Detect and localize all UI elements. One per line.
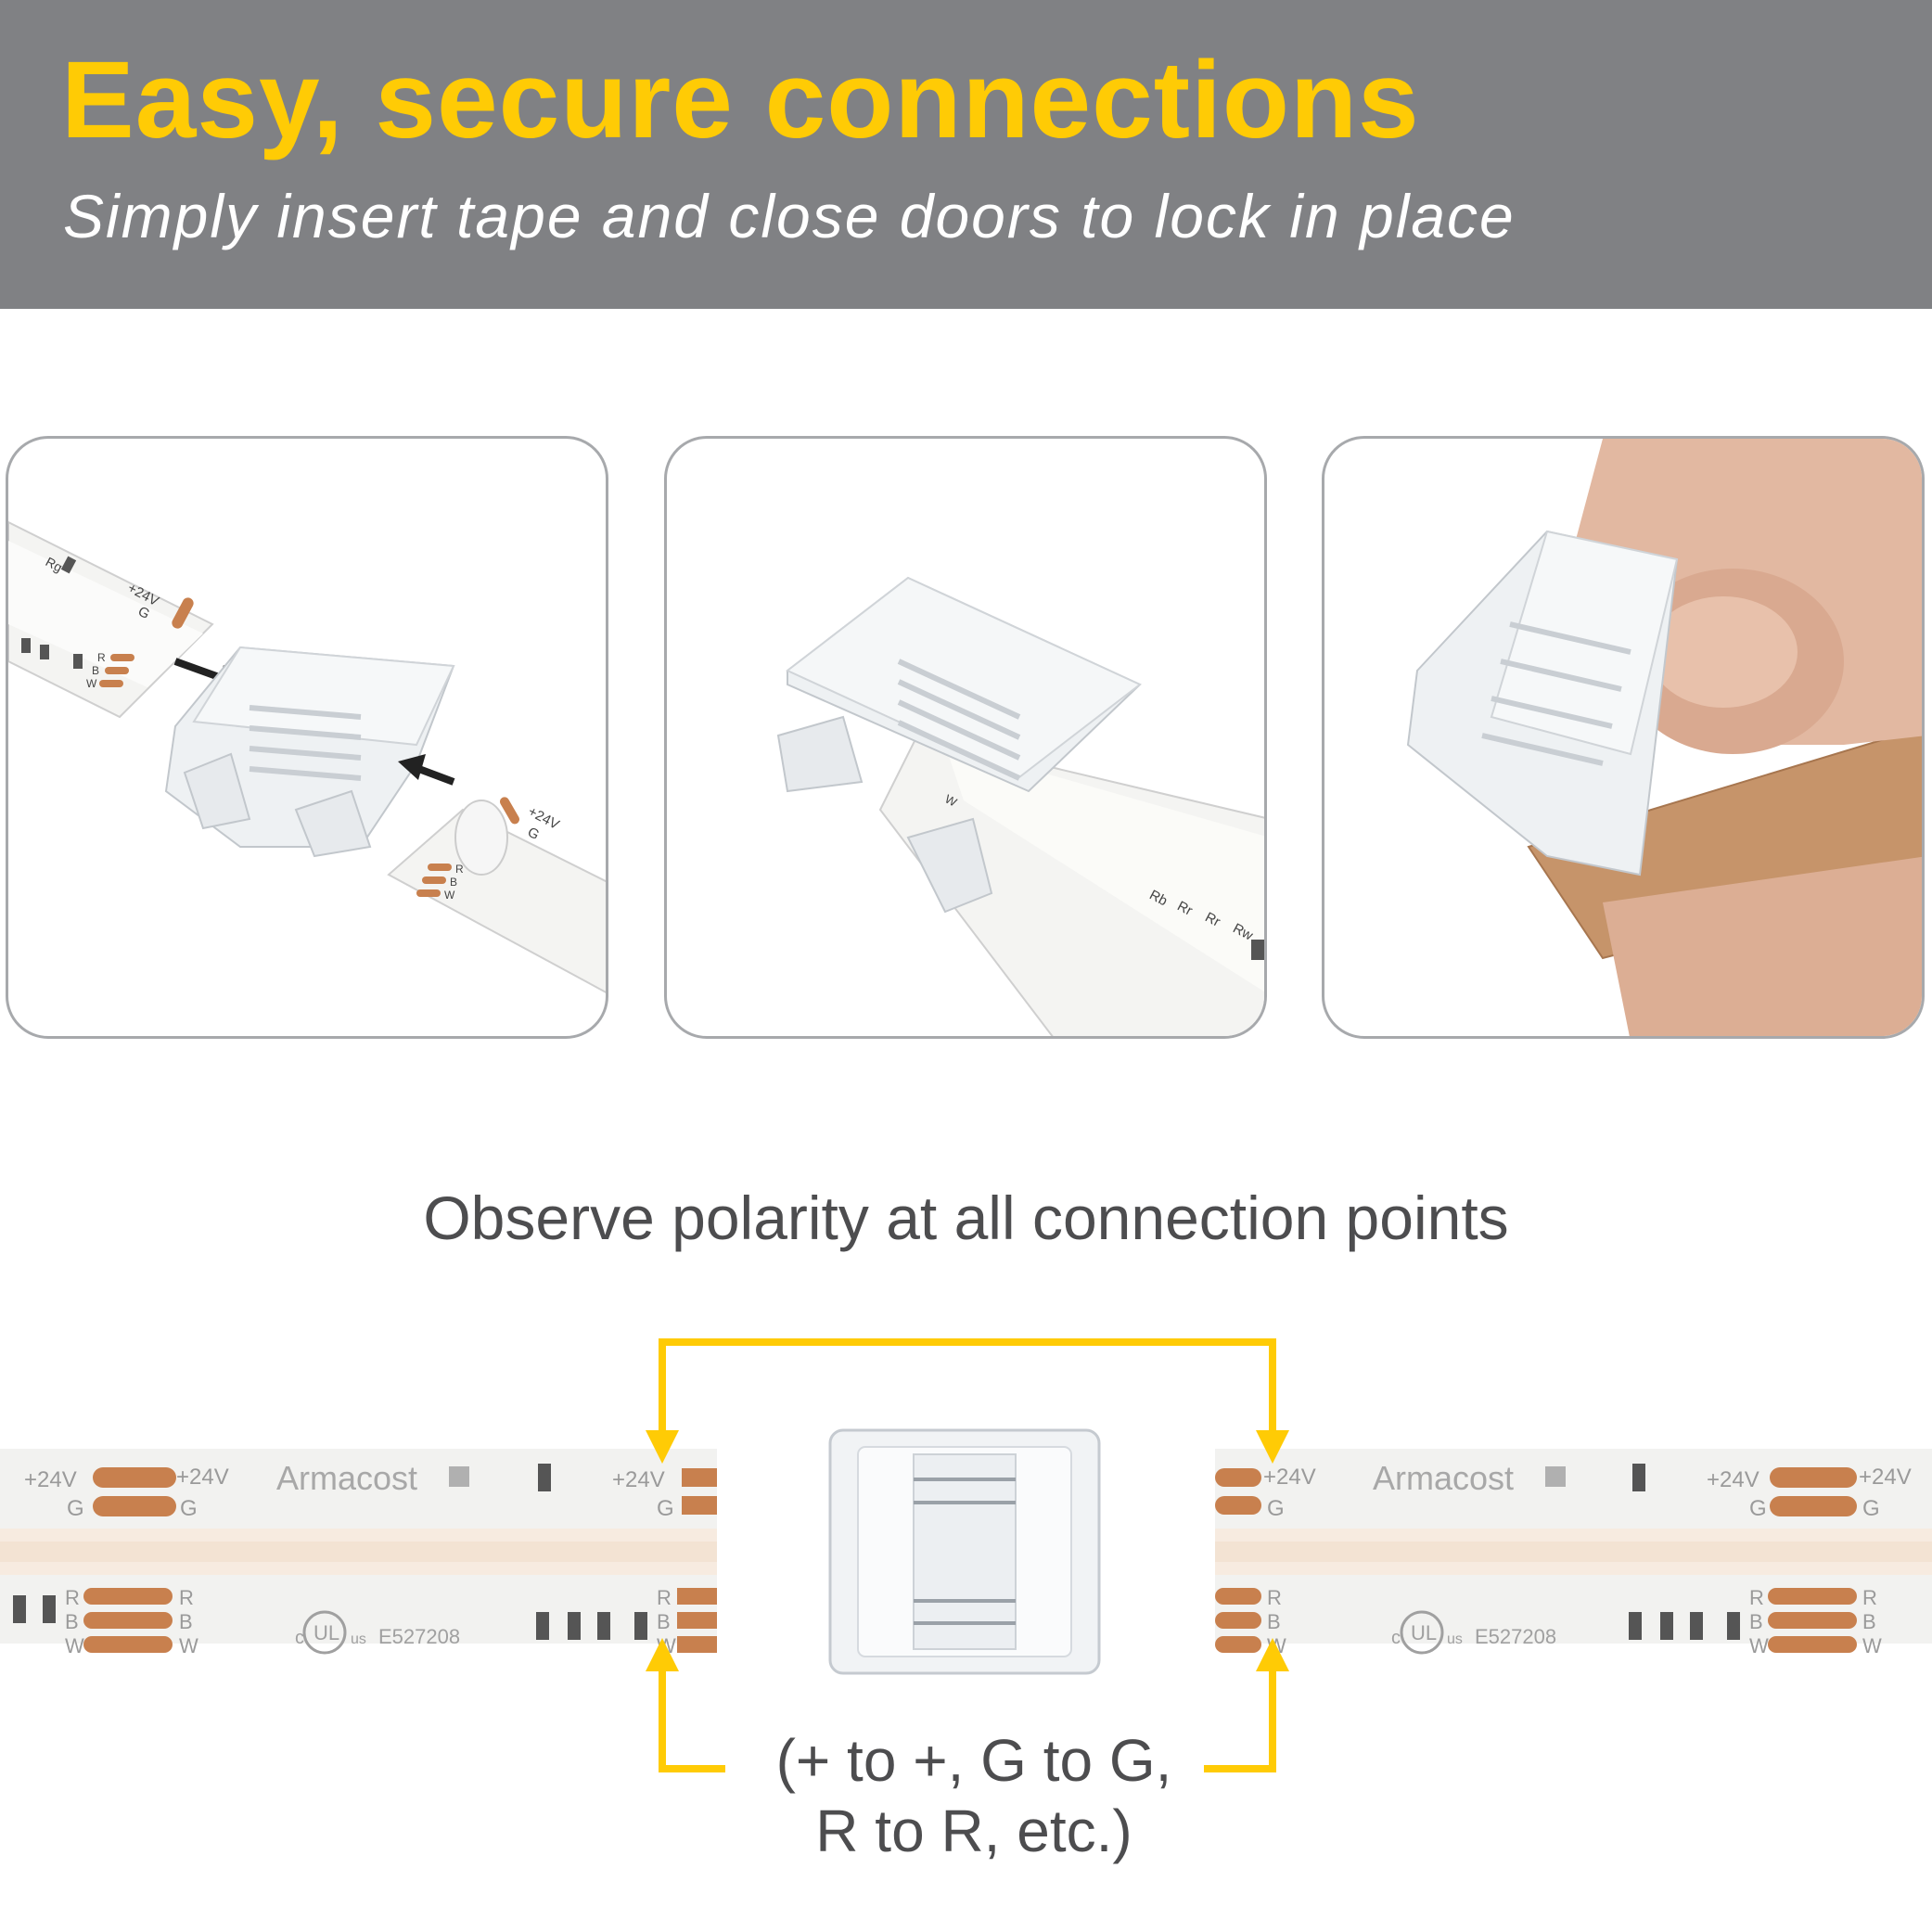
pad-label-w: W [1749, 1634, 1769, 1657]
pad-label-plus: +24V [1263, 1465, 1316, 1490]
step-panel-insert-tape: Rg +24V G R B W +24V G [6, 436, 608, 1039]
pad-label-b: B [657, 1610, 671, 1633]
polarity-note-line1: (+ to +, G to G, [775, 1727, 1172, 1794]
brand-label: Armacost [1373, 1459, 1514, 1497]
tape-label: R [97, 651, 106, 664]
tape-label: R [455, 863, 464, 876]
ul-mark: UL [1411, 1621, 1437, 1644]
ul-mark: us [1447, 1631, 1463, 1647]
pad-label-b: B [65, 1610, 79, 1633]
pad-label-w: W [65, 1634, 84, 1657]
cert-label: E527208 [378, 1625, 460, 1648]
tape-label: B [450, 876, 457, 889]
tape-label: B [92, 664, 99, 677]
pad-label-b: B [1267, 1610, 1281, 1633]
tape-inserted-illustration: Rb Rr Rr Rw W [776, 576, 1264, 1036]
tape-label: W [86, 677, 97, 690]
left-tape-strip: +24V +24V G G Armacost +24V G R B W R B … [0, 1449, 717, 1657]
right-tape-strip: +24V G Armacost +24V G +24V G R B W c UL… [1215, 1449, 1932, 1657]
tape-label: W [444, 889, 455, 902]
pad-label-g: G [1267, 1496, 1285, 1521]
pad-label-g: G [1862, 1496, 1880, 1521]
pad-label-r: R [1267, 1586, 1282, 1609]
pad-label-plus: +24V [1707, 1467, 1759, 1492]
polarity-arrowheads [646, 1430, 1289, 1671]
tape-label: Rg [44, 554, 65, 575]
pad-label-plus: +24V [1859, 1465, 1912, 1490]
polarity-heading: Observe polarity at all connection point… [423, 1184, 1509, 1252]
pad-label-b: B [1749, 1610, 1763, 1633]
connector-top-view [828, 1428, 1101, 1675]
pad-label-plus: +24V [176, 1465, 229, 1490]
pad-label-plus: +24V [24, 1467, 77, 1492]
polarity-arrows [659, 1338, 1276, 1772]
polarity-diagram: +24V +24V G G Armacost +24V G R B W R B … [0, 1338, 1932, 1772]
step-panel-tape-inserted: Rb Rr Rr Rw W [664, 436, 1267, 1039]
pad-label-b: B [179, 1610, 193, 1633]
pad-label-r: R [1862, 1586, 1877, 1609]
page-subtitle: Simply insert tape and close doors to lo… [63, 182, 1516, 250]
page-title: Easy, secure connections [61, 39, 1420, 161]
pad-label-g: G [1749, 1496, 1767, 1521]
step-panel-close-doors [1322, 436, 1925, 1039]
tape-label: Rr [1174, 898, 1195, 918]
pad-label-b: B [1862, 1610, 1876, 1633]
pad-label-r: R [65, 1586, 80, 1609]
ul-mark: UL [313, 1621, 339, 1644]
insert-tape-illustration: Rg +24V G R B W +24V G [8, 520, 606, 993]
pad-label-r: R [657, 1586, 672, 1609]
ul-mark: c [1391, 1628, 1401, 1648]
polarity-note: (+ to +, G to G, R to R, etc.) [733, 1725, 1215, 1866]
cert-label: E527208 [1475, 1625, 1556, 1648]
ul-mark: us [351, 1631, 366, 1647]
ul-mark: c [295, 1628, 304, 1648]
tape-label: Rr [1202, 909, 1222, 929]
brand-label: Armacost [276, 1459, 417, 1497]
pad-label-w: W [1862, 1634, 1882, 1657]
tape-label: G [525, 825, 542, 843]
header-banner: Easy, secure connections Simply insert t… [0, 0, 1932, 309]
close-doors-illustration [1406, 439, 1922, 1036]
pad-label-r: R [1749, 1586, 1764, 1609]
polarity-note-line2: R to R, etc.) [815, 1798, 1132, 1864]
pad-label-r: R [179, 1586, 194, 1609]
pad-label-w: W [179, 1634, 198, 1657]
pad-label-g: G [67, 1496, 84, 1521]
pad-label-g: G [657, 1496, 674, 1521]
pad-label-g: G [180, 1496, 198, 1521]
pad-label-plus: +24V [612, 1467, 665, 1492]
